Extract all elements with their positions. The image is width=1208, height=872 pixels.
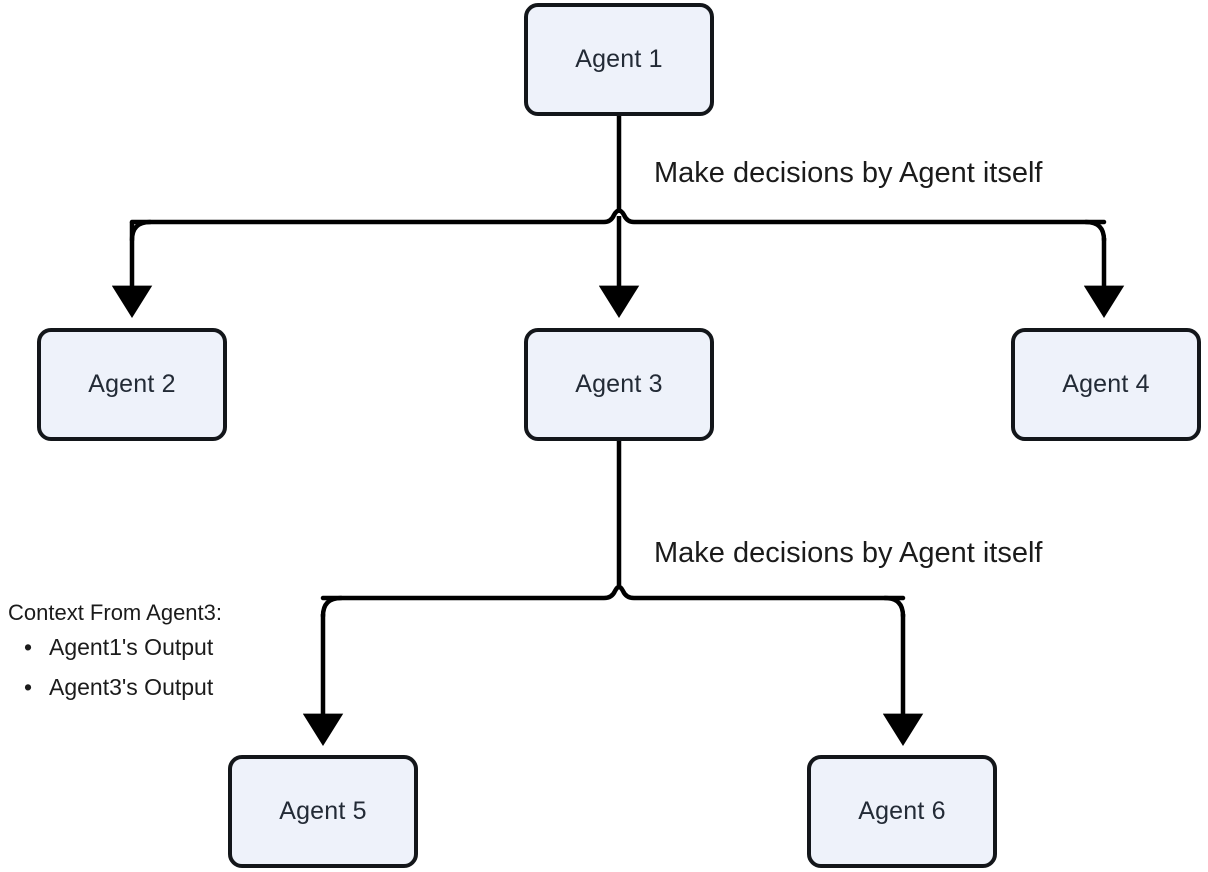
- edge-fork1-right-corner: [1083, 219, 1107, 243]
- context-note-item: • Agent3's Output: [4, 668, 304, 708]
- edge-fork2-bar: [320, 584, 906, 601]
- node-agent1[interactable]: Agent 1: [524, 3, 714, 116]
- edge-fork2-left-corner: [320, 595, 344, 619]
- node-agent1-label: Agent 1: [575, 45, 663, 73]
- node-agent2[interactable]: Agent 2: [37, 328, 227, 441]
- node-agent5[interactable]: Agent 5: [228, 755, 418, 868]
- context-note-item-label: Agent1's Output: [49, 633, 214, 660]
- bullet-icon: •: [24, 633, 33, 660]
- node-agent3-label: Agent 3: [575, 370, 663, 398]
- bullet-icon: •: [24, 673, 33, 700]
- edge-label-bottom: Make decisions by Agent itself: [648, 537, 1049, 570]
- node-agent4-label: Agent 4: [1062, 370, 1150, 398]
- node-agent6-label: Agent 6: [858, 797, 946, 825]
- context-note-item-label: Agent3's Output: [49, 673, 214, 700]
- edge-fork1-bar: [129, 208, 1107, 225]
- context-note: Context From Agent3: • Agent1's Output •…: [4, 600, 304, 707]
- node-agent6[interactable]: Agent 6: [807, 755, 997, 868]
- edge-fork1-left-corner: [129, 219, 153, 243]
- context-note-list: • Agent1's Output • Agent3's Output: [4, 628, 304, 707]
- node-agent5-label: Agent 5: [279, 797, 367, 825]
- context-note-title: Context From Agent3:: [8, 600, 222, 625]
- edge-fork2-right-corner: [882, 595, 906, 619]
- context-note-item: • Agent1's Output: [4, 628, 304, 668]
- node-agent4[interactable]: Agent 4: [1011, 328, 1201, 441]
- node-agent2-label: Agent 2: [88, 370, 176, 398]
- edge-label-top: Make decisions by Agent itself: [648, 157, 1049, 190]
- node-agent3[interactable]: Agent 3: [524, 328, 714, 441]
